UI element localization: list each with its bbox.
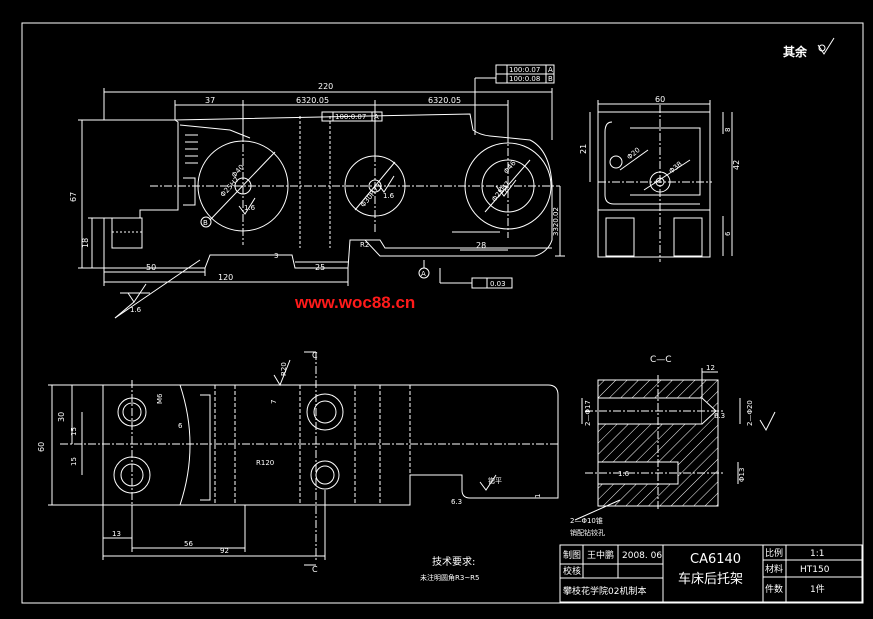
tol-top-1-ref: A	[548, 66, 553, 74]
roughness-note: 其余	[783, 37, 835, 59]
plan-view-text: 60 30 15 15 13 56 92 R120 7 6 1 6.3 R20 …	[37, 351, 542, 574]
plan-dim-63: 6.3	[451, 498, 462, 506]
dim-r2: R2	[360, 241, 369, 249]
tol-top-2-ref: B	[548, 75, 553, 83]
tb-scale-value: 1:1	[810, 549, 824, 559]
dim-pos2: 6320.05	[428, 96, 461, 105]
dim-3: 3	[274, 252, 278, 260]
tech-requirements: 技术要求: 未注明圆角R3~R5	[420, 555, 480, 582]
section-dim-12: 12	[706, 364, 715, 372]
section-mark-bottom: C	[312, 565, 318, 574]
section-view	[574, 368, 776, 521]
ra-label-a: 1.6	[130, 306, 142, 314]
plan-dim-92: 92	[220, 547, 229, 555]
tb-part-name: 车床后托架	[678, 571, 743, 587]
plan-dim-30: 30	[57, 412, 66, 422]
dim-120: 120	[218, 273, 233, 282]
tb-qty-label: 件数	[765, 583, 783, 595]
title-block-text: 制图 王中鹏 2008. 06 校核 攀枝花学院02机制本 CA6140 车床后…	[563, 547, 830, 597]
tol-top-2: 100:0.08	[509, 75, 540, 83]
side-dim-6: 6	[724, 231, 732, 236]
side-dim-60: 60	[655, 95, 665, 104]
tb-check-label: 校核	[563, 565, 581, 577]
tb-drawing-no: CA6140	[690, 552, 741, 567]
flatness-value: 0.03	[490, 280, 506, 288]
section-dim-phi20: 2—Φ20	[746, 400, 754, 426]
plan-dim-r120: R120	[256, 459, 274, 467]
tol-mid-ref: A	[374, 113, 379, 121]
datum-b: B	[203, 219, 208, 227]
tol-mid: 100:0.07	[335, 113, 366, 121]
dim-67: 67	[69, 192, 78, 202]
dim-220: 220	[318, 82, 333, 91]
section-note-2: 销配钻铰孔	[570, 528, 605, 537]
side-dim-42: 42	[732, 160, 741, 170]
tech-req-title: 技术要求:	[432, 555, 475, 568]
plan-dim-60: 60	[37, 442, 46, 452]
tol-top-1: 100:0.07	[509, 66, 540, 74]
section-dim-phi13: Φ13	[738, 468, 746, 482]
side-dim-8: 8	[724, 128, 732, 132]
plan-dim-7: 7	[270, 400, 278, 404]
title-block	[559, 544, 863, 603]
dim-18: 18	[81, 238, 90, 248]
tb-drawn-label: 制图	[563, 549, 581, 561]
dim-28: 28	[476, 241, 486, 250]
section-mark-top: C	[312, 351, 318, 360]
section-ra-16: 1.6	[618, 470, 630, 478]
ra-label-d: 1.6	[498, 186, 510, 194]
tb-drawn-name: 王中鹏	[587, 549, 614, 561]
section-ra-63: 6.3	[714, 412, 725, 420]
plan-dim-r20: R20	[280, 362, 288, 376]
side-dim-phi20: Φ20	[626, 146, 642, 161]
section-note-1: 2—Φ10锥	[570, 516, 603, 525]
side-dim-phi38: Φ38	[668, 160, 684, 175]
tb-material-label: 材料	[765, 563, 783, 575]
dim-37: 37	[205, 96, 215, 105]
tech-req-line1: 未注明圆角R3~R5	[420, 573, 480, 582]
tb-school: 攀枝花学院02机制本	[563, 585, 646, 597]
plan-dim-13: 13	[112, 530, 121, 538]
section-title: C—C	[650, 355, 672, 365]
tb-qty-value: 1件	[810, 583, 825, 595]
plan-dim-56: 56	[184, 540, 193, 548]
plan-dim-1: 1	[534, 494, 542, 498]
dim-50: 50	[146, 263, 156, 272]
ra-label-b: 1.6	[244, 204, 256, 212]
watermark: www.woc88.cn	[294, 293, 415, 312]
datum-a: A	[421, 270, 426, 278]
roughness-note-text: 其余	[783, 44, 808, 59]
plan-dim-m6: M6	[156, 393, 164, 404]
tb-date: 2008. 06	[622, 551, 662, 561]
plan-dim-15b: 15	[70, 457, 78, 466]
tb-material-value: HT150	[800, 565, 830, 575]
dim-3320: 3320.02	[552, 207, 560, 236]
dim-25: 25	[315, 263, 325, 272]
front-view-text: 220 37 6320.05 6320.05 67 18 50 120 25 3…	[69, 66, 560, 314]
plan-dim-6: 6	[178, 422, 183, 430]
section-dim-phi17: 2—Φ17	[584, 400, 592, 426]
plan-flat: 锪平	[488, 476, 502, 485]
section-view-text: C—C 12 2—Φ17 2—Φ20 Φ13 1.6 6.3 2—Φ10锥 销配…	[570, 355, 754, 537]
side-dim-21: 21	[579, 144, 588, 154]
plan-view	[48, 351, 560, 566]
ra-label-c: 1.6	[383, 192, 395, 200]
bore1-label: Φ25H7	[219, 175, 241, 198]
drawing-border	[21, 22, 864, 604]
dim-pos1: 6320.05	[296, 96, 329, 105]
tb-scale-label: 比例	[765, 547, 783, 559]
side-view	[589, 100, 733, 262]
front-view	[78, 64, 565, 319]
plan-dim-15: 15	[70, 427, 78, 436]
